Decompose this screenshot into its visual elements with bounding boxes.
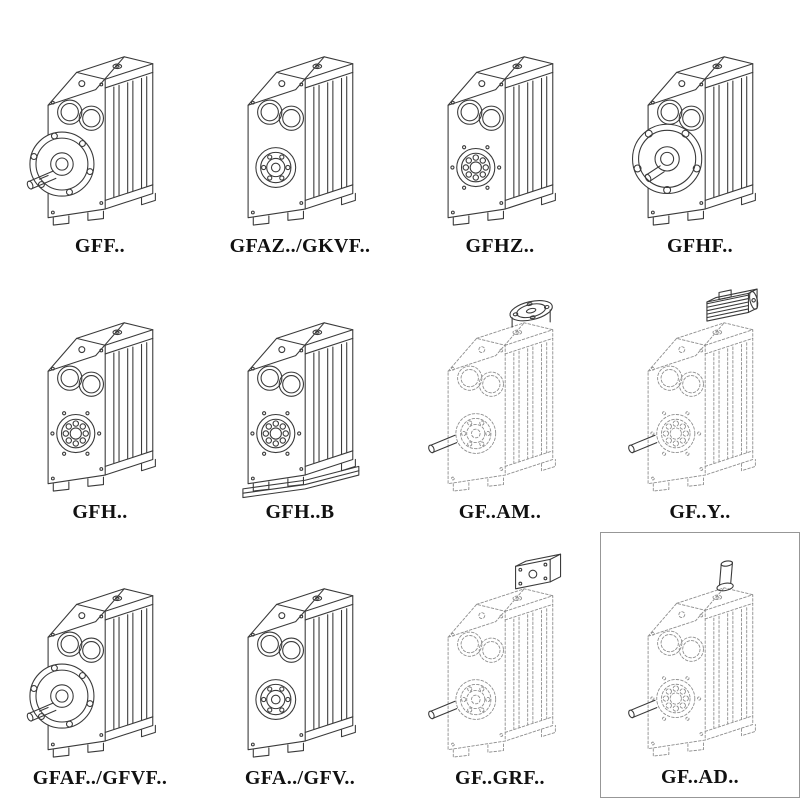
gearbox-illustration	[247, 588, 356, 758]
gearbox-cell-11: GF..GRF..	[400, 532, 600, 798]
gearbox-illustration	[628, 288, 759, 492]
gearbox-cell-7: GF..AM..	[400, 266, 600, 532]
gearbox-illustration	[247, 56, 356, 226]
gearbox-drawing-adapter-box-top	[404, 549, 596, 767]
gearbox-illustration	[628, 560, 756, 757]
gearbox-model-label: GF..Y..	[669, 501, 731, 523]
gearbox-cell-5: GFH..	[0, 266, 200, 532]
gearbox-illustration	[428, 300, 556, 492]
gearbox-drawing-hollow-bore	[204, 549, 396, 767]
gearbox-model-label: GFHF..	[666, 235, 734, 257]
gearbox-cell-3: GFHZ..	[400, 0, 600, 266]
gearbox-cell-10: GFA../GFV..	[200, 532, 400, 798]
gearbox-cell-2: GFAZ../GKVF..	[200, 0, 400, 266]
gearbox-drawing-bearing-hub-base	[204, 283, 396, 501]
gearbox-drawing-input-shaft-top	[604, 548, 796, 766]
gearbox-drawing-flange-shaft	[4, 549, 196, 767]
gearbox-cell-8: GF..Y..	[600, 266, 800, 532]
gearbox-model-label: GFA../GFV..	[244, 767, 356, 789]
gearbox-illustration	[26, 588, 156, 758]
gearbox-illustration	[242, 322, 360, 499]
gearbox-model-label: GFHZ..	[465, 235, 535, 257]
gearbox-drawing-flange-shaft	[4, 17, 196, 235]
gearbox-model-label: GFH..	[72, 501, 128, 523]
gearbox-drawing-hollow-bore	[204, 17, 396, 235]
gearbox-model-label: GFAZ../GKVF..	[229, 235, 371, 257]
gearbox-illustration	[47, 322, 156, 492]
gearbox-drawing-bearing-hub	[404, 17, 596, 235]
gearbox-cell-1: GFF..	[0, 0, 200, 266]
gearbox-model-label: GF..AD..	[660, 766, 740, 788]
gearbox-model-label: GFAF../GFVF..	[32, 767, 168, 789]
gearbox-illustration	[428, 553, 562, 758]
gearbox-drawing-bearing-hub	[4, 283, 196, 501]
gearbox-model-label: GF..GRF..	[455, 767, 545, 789]
gearbox-illustration	[447, 56, 556, 226]
gearbox-model-label: GFH..B	[265, 501, 335, 523]
gearbox-cell-6: GFH..B	[200, 266, 400, 532]
gearbox-illustration	[631, 56, 756, 226]
gearbox-model-label: GF..AM..	[458, 501, 542, 523]
gearbox-illustration	[26, 56, 156, 226]
gearbox-drawing-adapter-flange-top	[404, 283, 596, 501]
gearbox-cell-12: GF..AD..	[600, 532, 800, 798]
gearbox-drawing-motor-top	[604, 283, 796, 501]
gearbox-model-label: GFF..	[74, 235, 126, 257]
gearbox-cell-4: GFHF..	[600, 0, 800, 266]
gearbox-cell-9: GFAF../GFVF..	[0, 532, 200, 798]
gearbox-drawing-flange-face	[604, 17, 796, 235]
